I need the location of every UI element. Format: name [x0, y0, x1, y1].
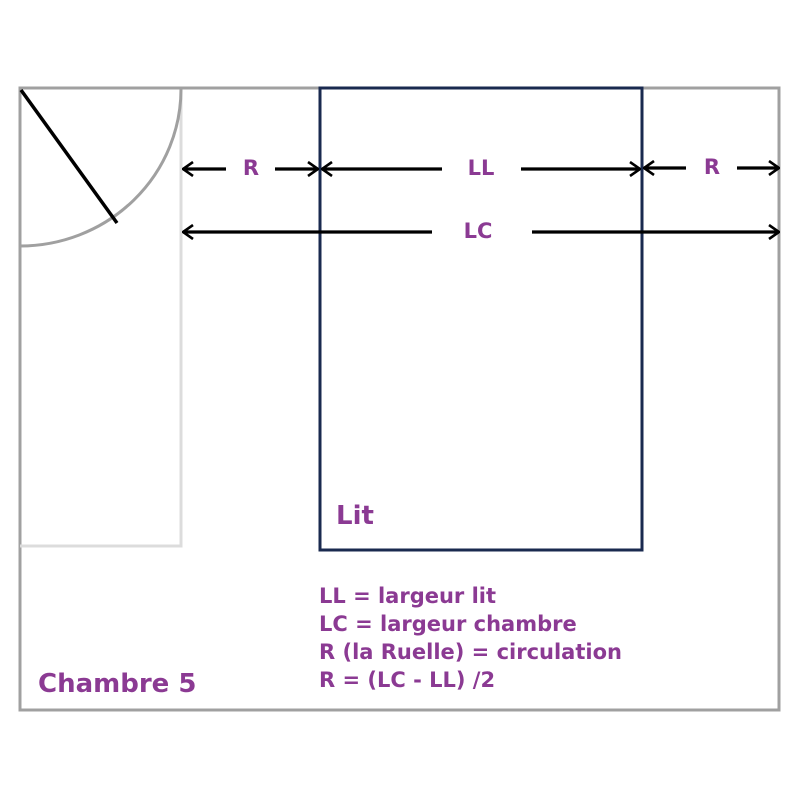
- bed-width-label: LL: [468, 156, 495, 180]
- legend-line: R (la Ruelle) = circulation: [319, 640, 622, 664]
- room-label: Chambre 5: [38, 669, 196, 699]
- bed-outline: [318, 86, 644, 552]
- right-gap-label: R: [704, 155, 720, 179]
- room-width-label: LC: [464, 219, 493, 243]
- legend-line: LC = largeur chambre: [319, 612, 577, 636]
- closet-outline: [20, 90, 183, 548]
- legend-line: LL = largeur lit: [319, 584, 496, 608]
- door-swing-arc: [19, 88, 183, 248]
- bed-label: Lit: [336, 501, 374, 531]
- door-leaf: [19, 88, 119, 225]
- left-gap-label: R: [243, 156, 259, 180]
- legend-line: R = (LC - LL) /2: [319, 668, 495, 692]
- legend: LL = largeur lit LC = largeur chambre R …: [319, 584, 622, 692]
